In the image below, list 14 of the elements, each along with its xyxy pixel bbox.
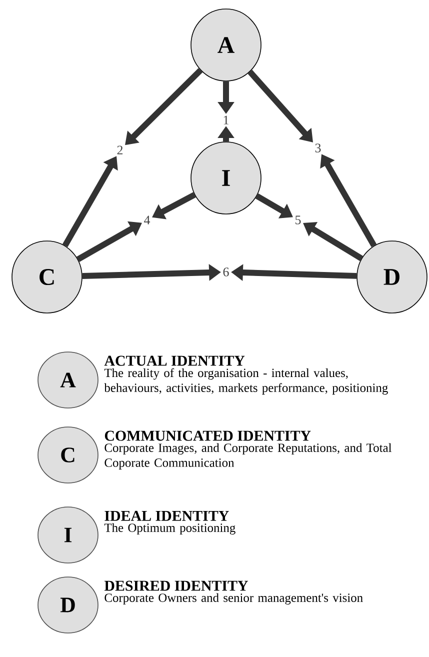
identity-description: The reality of the organisation - internal values, behaviours, activities, markets performance, positioning <box>104 368 388 395</box>
identity-heading: IDEAL IDENTITY <box>104 510 229 521</box>
number-label: 6 <box>223 268 229 276</box>
identity-heading: DESIRED IDENTITY <box>104 580 248 591</box>
number-label: 4 <box>144 216 150 224</box>
identity-description: The Optimum positioning <box>104 523 236 535</box>
number-label: 5 <box>296 216 301 224</box>
number-label: 1 <box>224 116 228 124</box>
identity-heading: COMMUNICATED IDENTITY <box>104 430 311 441</box>
number-label: 3 <box>315 144 321 152</box>
identity-description: Corporate Owners and senior management's vision <box>104 593 363 605</box>
identity-description: Corporate Images, and Corporate Reputations, and Total Coporate Communication <box>104 443 392 470</box>
number-label: 2 <box>117 146 123 154</box>
identity-heading: ACTUAL IDENTITY <box>104 356 245 366</box>
